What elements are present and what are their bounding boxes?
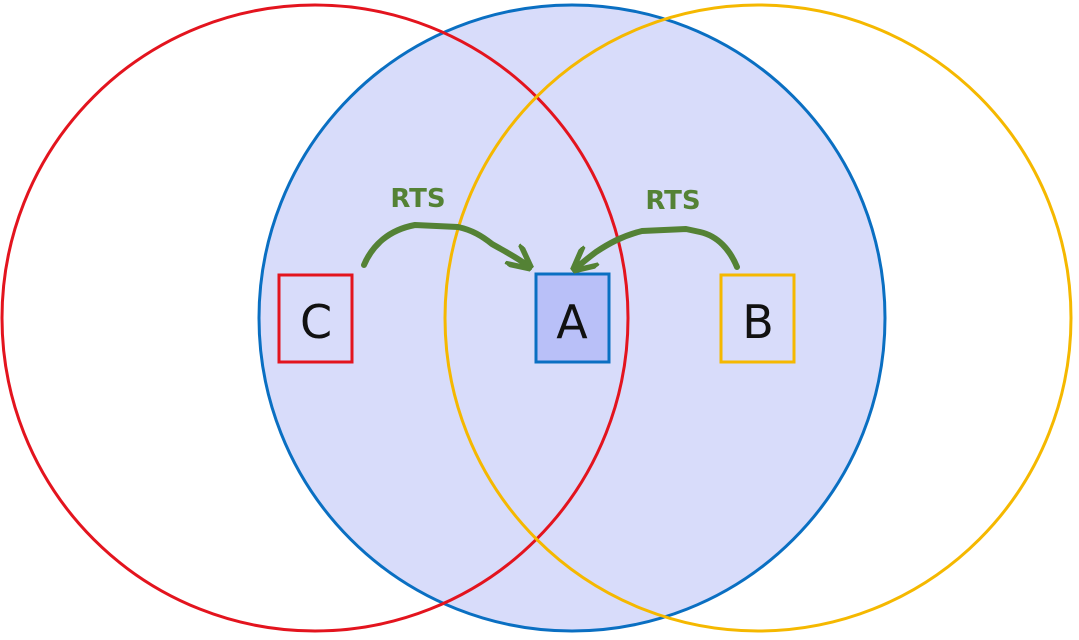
range-circle-c <box>0 3 630 633</box>
rts-label-right: RTS <box>645 186 700 216</box>
node-b-label: B <box>742 295 774 349</box>
node-c: C <box>277 273 354 364</box>
node-c-box <box>277 273 354 364</box>
node-c-label: C <box>300 295 332 349</box>
range-circle-b <box>443 3 1073 633</box>
node-a: A <box>534 272 611 364</box>
node-a-box <box>534 272 611 364</box>
rts-arrow-c-to-a <box>361 222 528 266</box>
node-a-label: A <box>556 295 588 349</box>
rts-arrow-b-to-a <box>576 226 740 268</box>
rts-label-left: RTS <box>390 184 445 214</box>
node-b-box <box>719 273 796 364</box>
node-b: B <box>719 273 796 364</box>
